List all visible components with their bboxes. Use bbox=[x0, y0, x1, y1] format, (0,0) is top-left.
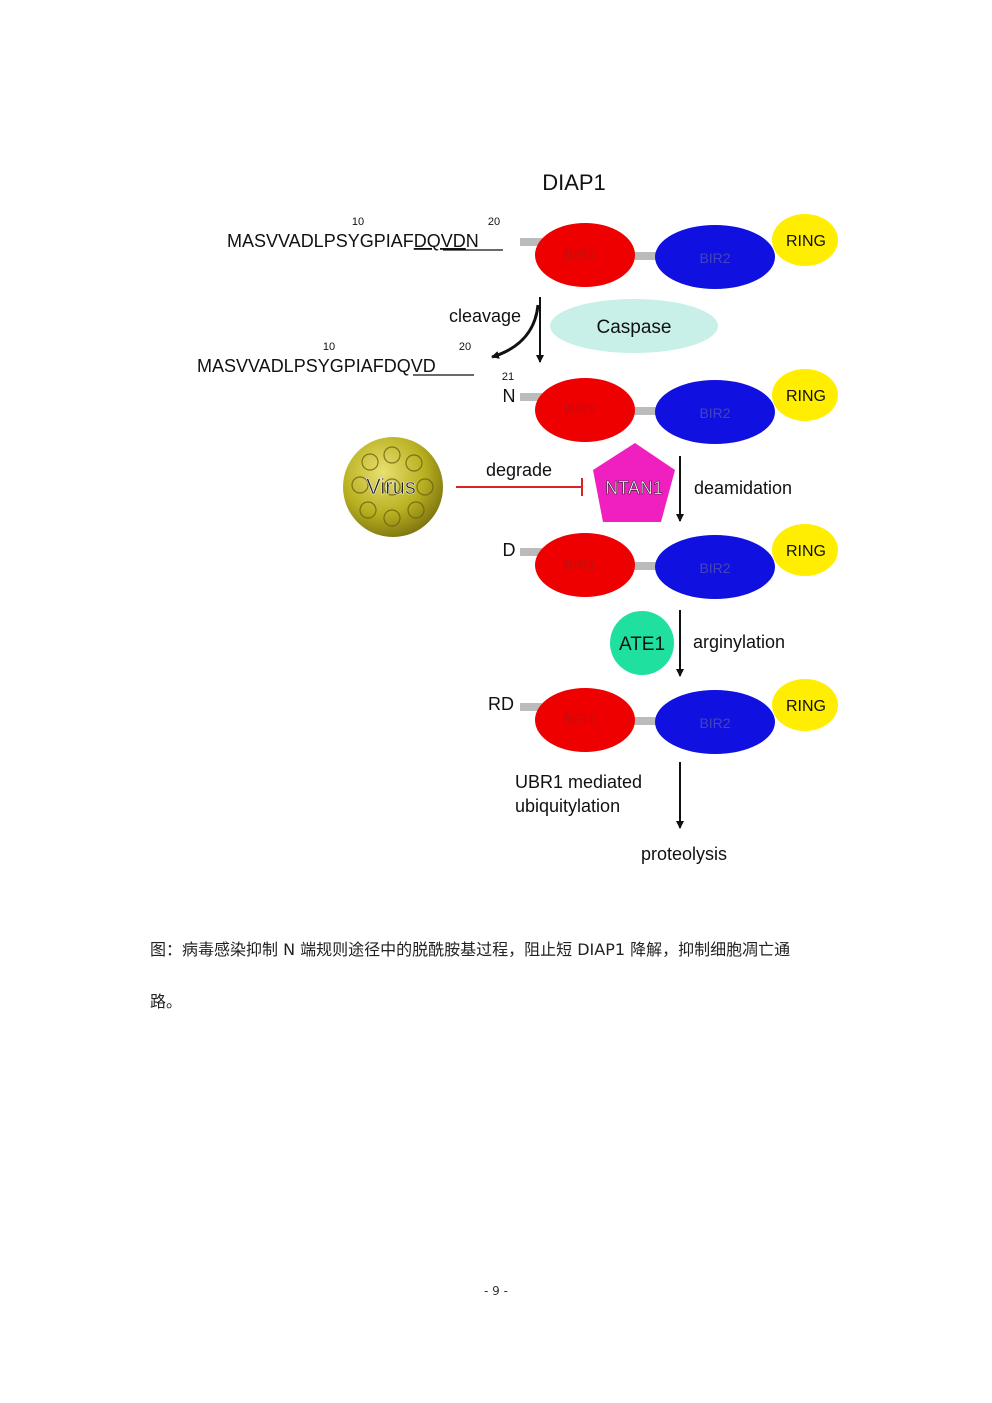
ntan1-enzyme bbox=[593, 443, 675, 522]
ubr1-label-line1: UBR1 mediated bbox=[515, 772, 642, 792]
page-number: - 9 - bbox=[484, 1284, 508, 1298]
ate1-enzyme bbox=[610, 611, 674, 675]
ring-domain bbox=[772, 214, 838, 266]
position-21: 21 bbox=[502, 371, 514, 383]
bir2-domain bbox=[655, 690, 775, 754]
ring-label: RING bbox=[786, 698, 826, 715]
figure-caption-line1: 图：病毒感染抑制 N 端规则途径中的脱酰胺基过程，阻止短 DIAP1 降解，抑制… bbox=[150, 940, 791, 959]
linker bbox=[628, 562, 668, 570]
ring-domain bbox=[772, 679, 838, 731]
linker bbox=[628, 252, 668, 260]
bir2-label: BIR2 bbox=[699, 715, 730, 731]
sequence-full-prefix: MASVVADLPSYGPIAF bbox=[227, 231, 414, 251]
virus-label: Virus bbox=[366, 474, 416, 499]
linker bbox=[628, 717, 668, 725]
ntan1-label: NTAN1 bbox=[605, 478, 663, 498]
sequence-cleaved-prefix: MASVVADLPSYGPIAF bbox=[197, 356, 384, 376]
linker bbox=[520, 703, 542, 711]
diap1-protein-rd: BIR1 BIR2 RING bbox=[520, 679, 838, 754]
bir2-label: BIR2 bbox=[699, 250, 730, 266]
ring-domain bbox=[772, 369, 838, 421]
nterm-d: D bbox=[503, 540, 516, 560]
deamidation-label: deamidation bbox=[694, 478, 792, 498]
bir1-label: BIR1 bbox=[564, 556, 595, 572]
sequence-cleaved: MASVVADLPSYGPIAFDQVD bbox=[197, 356, 436, 376]
cleavage-curved-arrow bbox=[491, 304, 540, 359]
sequence-full: MASVVADLPSYGPIAFDQVDN bbox=[227, 231, 479, 251]
figure-caption-line2: 路。 bbox=[150, 992, 183, 1011]
linker bbox=[520, 393, 542, 401]
bir1-domain bbox=[535, 533, 635, 597]
ring-label: RING bbox=[786, 543, 826, 560]
cleavage-label: cleavage bbox=[449, 306, 521, 326]
diap1-pathway-diagram: DIAP1 MASVVADLPSYGPIAFDQVDN 10 20 BIR1 B… bbox=[197, 170, 838, 864]
sequence-full-suffix: N bbox=[466, 231, 479, 251]
arginylation-label: arginylation bbox=[693, 632, 785, 652]
linker bbox=[520, 548, 542, 556]
linker bbox=[520, 238, 542, 246]
nterm-rd: RD bbox=[488, 694, 514, 714]
bir1-label: BIR1 bbox=[564, 246, 595, 262]
diap1-protein-d: BIR1 BIR2 RING bbox=[520, 524, 838, 599]
sequence-full-pos10: 10 bbox=[352, 216, 364, 228]
bir1-domain bbox=[535, 378, 635, 442]
diap1-protein-full: BIR1 BIR2 RING bbox=[520, 214, 838, 289]
ring-label: RING bbox=[786, 388, 826, 405]
bir2-label: BIR2 bbox=[699, 560, 730, 576]
proteolysis-label: proteolysis bbox=[641, 844, 727, 864]
bir2-domain bbox=[655, 535, 775, 599]
sequence-cleaved-pos10: 10 bbox=[323, 341, 335, 353]
sequence-full-pos20: 20 bbox=[488, 216, 500, 228]
bir2-domain bbox=[655, 225, 775, 289]
ring-domain bbox=[772, 524, 838, 576]
diap1-protein-n: BIR1 BIR2 RING bbox=[520, 369, 838, 444]
diagram-title: DIAP1 bbox=[542, 170, 606, 195]
degrade-label: degrade bbox=[486, 460, 552, 480]
bir1-domain bbox=[535, 223, 635, 287]
nterm-n: N bbox=[503, 386, 516, 406]
sequence-cleaved-cleavage-site: DQVD bbox=[384, 356, 436, 376]
bir2-domain bbox=[655, 380, 775, 444]
bir1-label: BIR1 bbox=[564, 711, 595, 727]
virus-particle bbox=[343, 437, 443, 537]
caspase-label: Caspase bbox=[597, 317, 672, 338]
caspase-enzyme bbox=[550, 299, 718, 353]
bir2-label: BIR2 bbox=[699, 405, 730, 421]
sequence-cleaved-pos20: 20 bbox=[459, 341, 471, 353]
ubr1-label-line2: ubiquitylation bbox=[515, 796, 620, 816]
bir1-label: BIR1 bbox=[564, 401, 595, 417]
ring-label: RING bbox=[786, 233, 826, 250]
bir1-domain bbox=[535, 688, 635, 752]
linker bbox=[628, 407, 668, 415]
ate1-label: ATE1 bbox=[619, 634, 665, 655]
sequence-full-cleavage-site: DQVD bbox=[414, 231, 466, 251]
